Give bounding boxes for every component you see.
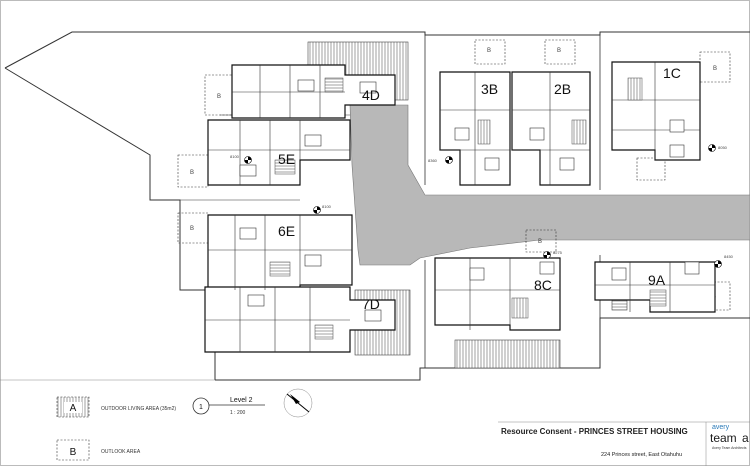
svg-text:B: B: [70, 447, 77, 458]
svg-text:1: 1: [199, 404, 203, 411]
sheet-title: Resource Consent - PRINCES STREET HOUSIN…: [501, 427, 688, 436]
project-address: 224 Princes street, East Otahuhu: [601, 452, 682, 458]
legend-outdoor-living: A OUTDOOR LIVING AREA (35m2): [56, 396, 176, 418]
svg-text:B: B: [538, 239, 542, 245]
logo-bottom: team: [710, 431, 737, 445]
svg-text:B: B: [487, 48, 491, 54]
unit-label-5E: 5E: [278, 151, 295, 167]
svg-text:OUTDOOR LIVING AREA (35m2): OUTDOOR LIVING AREA (35m2): [101, 406, 176, 412]
unit-label-8C: 8C: [534, 277, 552, 293]
svg-text:8100: 8100: [230, 154, 240, 159]
title-block: Resource Consent - PRINCES STREET HOUSIN…: [498, 421, 750, 466]
svg-text:B: B: [190, 170, 194, 176]
svg-text:8275: 8275: [553, 250, 563, 255]
logo-cut: a: [742, 431, 749, 445]
svg-text:8450: 8450: [724, 254, 734, 259]
view-title: 1 Level 2 1 : 200: [192, 397, 265, 416]
svg-text:B: B: [713, 66, 717, 72]
unit-label-4D: 4D: [362, 87, 380, 103]
svg-text:B: B: [190, 226, 194, 232]
bedroom-furniture: [239, 79, 700, 322]
svg-text:OUTLOOK AREA: OUTLOOK AREA: [101, 449, 141, 455]
unit-label-3B: 3B: [481, 81, 498, 97]
unit-label-1C: 1C: [663, 65, 681, 81]
unit-label-6E: 6E: [278, 223, 295, 239]
legend-outlook-area: B OUTLOOK AREA: [56, 439, 141, 461]
svg-text:8100: 8100: [322, 204, 332, 209]
shared-driveway: [349, 104, 750, 266]
interior-walls: [205, 62, 715, 352]
unit-labels: 4D 5E 6E 7D 3B 2B 1C 8C 9A: [278, 65, 681, 312]
view-scale: 1 : 200: [230, 410, 246, 416]
svg-text:8050: 8050: [718, 145, 728, 150]
svg-text:A: A: [70, 403, 77, 414]
north-arrow-icon: [283, 388, 313, 418]
unit-label-2B: 2B: [554, 81, 571, 97]
svg-text:B: B: [217, 94, 221, 100]
unit-label-7D: 7D: [362, 296, 380, 312]
view-name: Level 2: [230, 397, 253, 404]
level-markers: 8100 8100 8360 8050 8275 8450: [230, 144, 734, 268]
svg-text:B: B: [557, 48, 561, 54]
unit-label-9A: 9A: [648, 272, 666, 288]
stairs: [269, 77, 667, 340]
svg-text:8360: 8360: [428, 158, 438, 163]
firm-name: Avery Team Architects: [712, 446, 747, 450]
logo-top: avery: [712, 424, 730, 431]
